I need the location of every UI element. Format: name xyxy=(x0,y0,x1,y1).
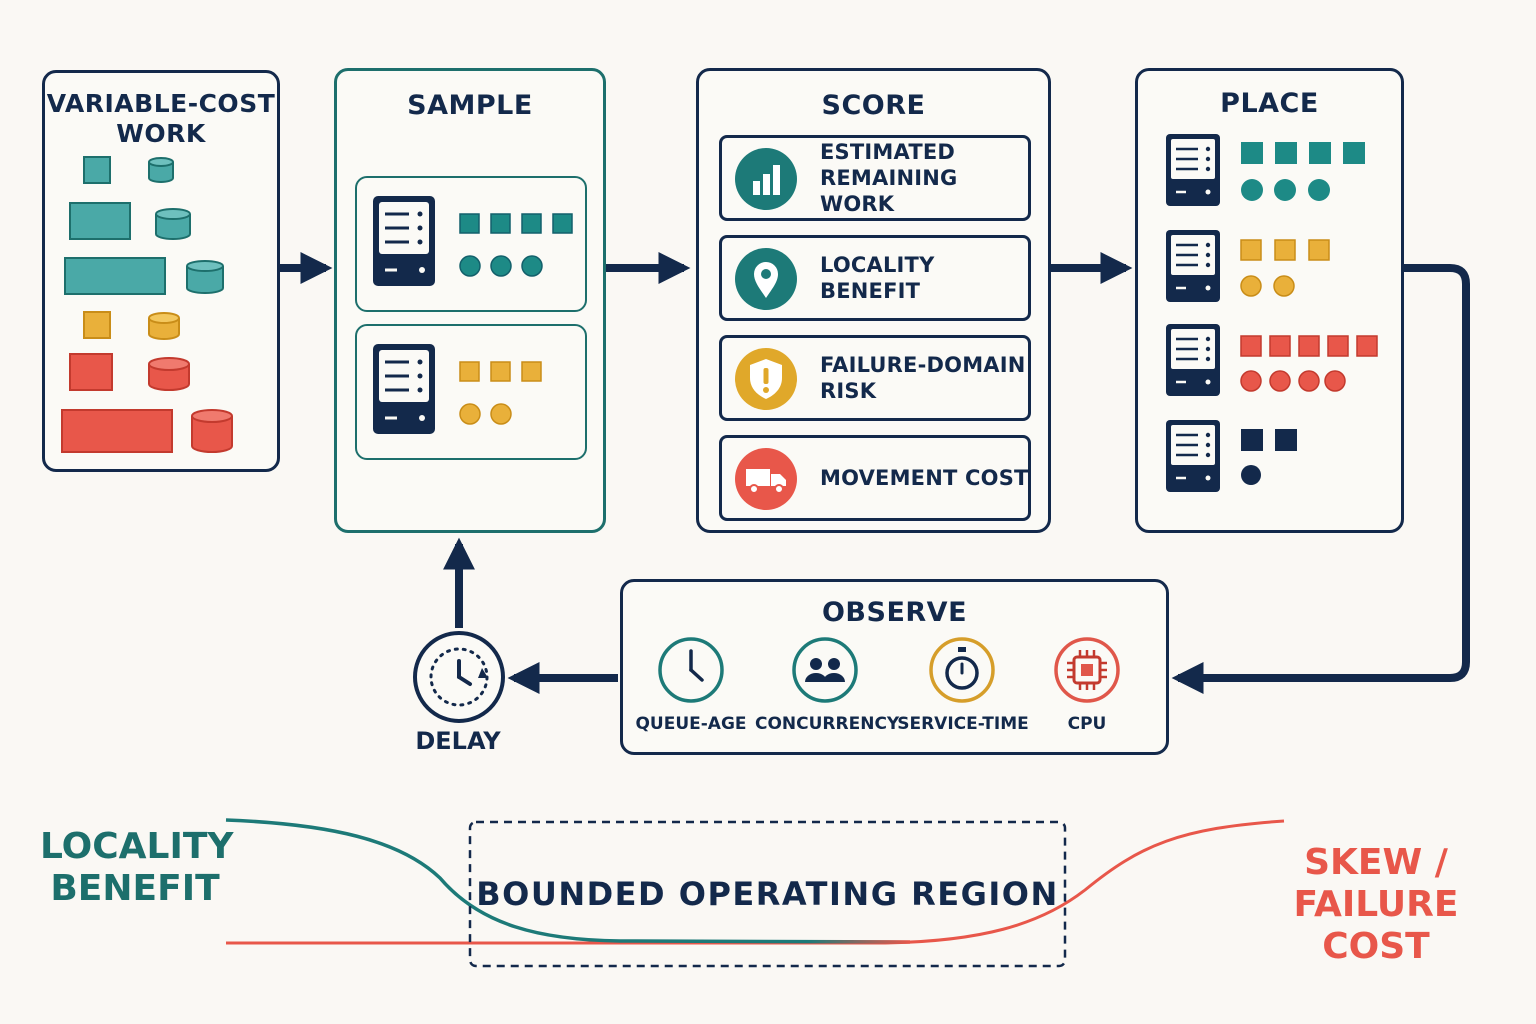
sample-node-2 xyxy=(355,324,587,460)
users-icon xyxy=(792,637,858,703)
score-item-locality-benefit: LOCALITY BENEFIT xyxy=(719,235,1031,321)
locality-benefit-label: LOCALITY BENEFIT xyxy=(40,826,234,909)
metric-label-queue-age: QUEUE-AGE xyxy=(635,714,747,734)
node-2-work-icons xyxy=(459,361,542,425)
truck-icon xyxy=(735,448,797,510)
score-item-estimated-remaining-work: ESTIMATED REMAINING WORK xyxy=(719,135,1031,221)
work-items-icon xyxy=(61,156,233,453)
sample-node-1 xyxy=(355,176,587,312)
observe-panel-title: OBSERVE xyxy=(821,597,968,628)
sample-panel-title: SAMPLE xyxy=(407,90,533,121)
bounded-region-box xyxy=(468,820,1067,968)
bar-chart-icon xyxy=(735,148,797,210)
score-item-label: MOVEMENT COST xyxy=(820,466,1029,490)
arrow-place-to-observe xyxy=(1171,264,1470,694)
metric-label-cpu: CPU xyxy=(1067,714,1107,734)
server-icon xyxy=(373,196,435,286)
skew-failure-cost-label: SKEW / FAILURE COST xyxy=(1293,842,1459,967)
sample-panel: SAMPLE xyxy=(334,68,606,533)
cylinder-1 xyxy=(148,157,174,183)
location-pin-icon xyxy=(735,248,797,310)
score-item-label: ESTIMATED REMAINING WORK xyxy=(820,140,958,216)
work-panel: VARIABLE-COST WORK xyxy=(42,70,280,472)
server-icon xyxy=(373,344,435,434)
bounded-region-label: BOUNDED OPERATING REGION xyxy=(476,875,1059,913)
metric-label-concurrency: CONCURRENCY xyxy=(755,714,900,734)
score-panel-title: SCORE xyxy=(821,90,926,121)
node-1-work-icons xyxy=(459,213,573,277)
place-nodes-icon xyxy=(1164,132,1378,494)
skew-failure-cost-curve xyxy=(226,819,1285,945)
cpu-chip-icon xyxy=(1054,637,1120,703)
delay-label: DELAY xyxy=(415,727,501,755)
score-item-failure-domain-risk: FAILURE-DOMAIN RISK xyxy=(719,335,1031,421)
score-item-movement-cost: MOVEMENT COST xyxy=(719,435,1031,521)
metric-label-service-time: SERVICE-TIME xyxy=(897,714,1029,734)
score-item-label: FAILURE-DOMAIN RISK xyxy=(820,353,1026,403)
observe-panel: OBSERVE QUEUE-AGE CONCURRENCY SERVICE-TI… xyxy=(620,579,1169,755)
delay-clock-icon xyxy=(413,631,505,723)
clock-icon xyxy=(658,637,724,703)
place-panel: PLACE xyxy=(1135,68,1404,533)
place-panel-title: PLACE xyxy=(1220,88,1319,119)
locality-benefit-curve xyxy=(225,818,911,944)
shield-warning-icon xyxy=(735,348,797,410)
work-panel-title: VARIABLE-COST WORK xyxy=(46,89,276,148)
score-item-label: LOCALITY BENEFIT xyxy=(820,253,935,303)
score-panel: SCORE ESTIMATED REMAINING WORK LOCALITY … xyxy=(696,68,1051,533)
stopwatch-icon xyxy=(929,637,995,703)
